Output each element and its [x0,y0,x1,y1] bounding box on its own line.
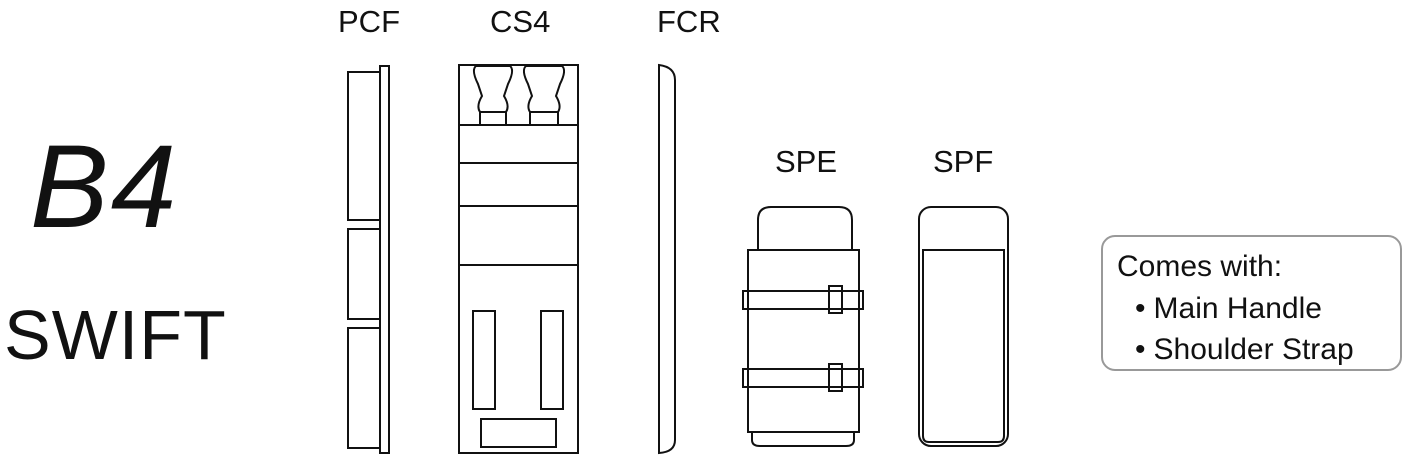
includes-list: Main Handle Shoulder Strap [1117,289,1386,370]
label-spe: SPE [775,144,838,179]
label-pcf: PCF [338,4,400,39]
product-model: B4 [30,121,179,253]
label-fcr: FCR [657,4,721,39]
cs4-case-drawing [458,64,579,454]
includes-title: Comes with: [1117,250,1283,283]
includes-item: Shoulder Strap [1135,330,1386,371]
includes-box: Comes with: Main Handle Shoulder Strap [1101,235,1402,371]
spf-pouch-drawing [918,206,1009,447]
fcr-cover-drawing [658,63,676,455]
product-name: SWIFT [4,296,227,374]
pcf-panel-drawing [347,65,390,454]
spe-pouch-drawing [742,206,864,447]
label-cs4: CS4 [490,4,551,39]
label-spf: SPF [933,144,994,179]
includes-item: Main Handle [1135,289,1386,330]
